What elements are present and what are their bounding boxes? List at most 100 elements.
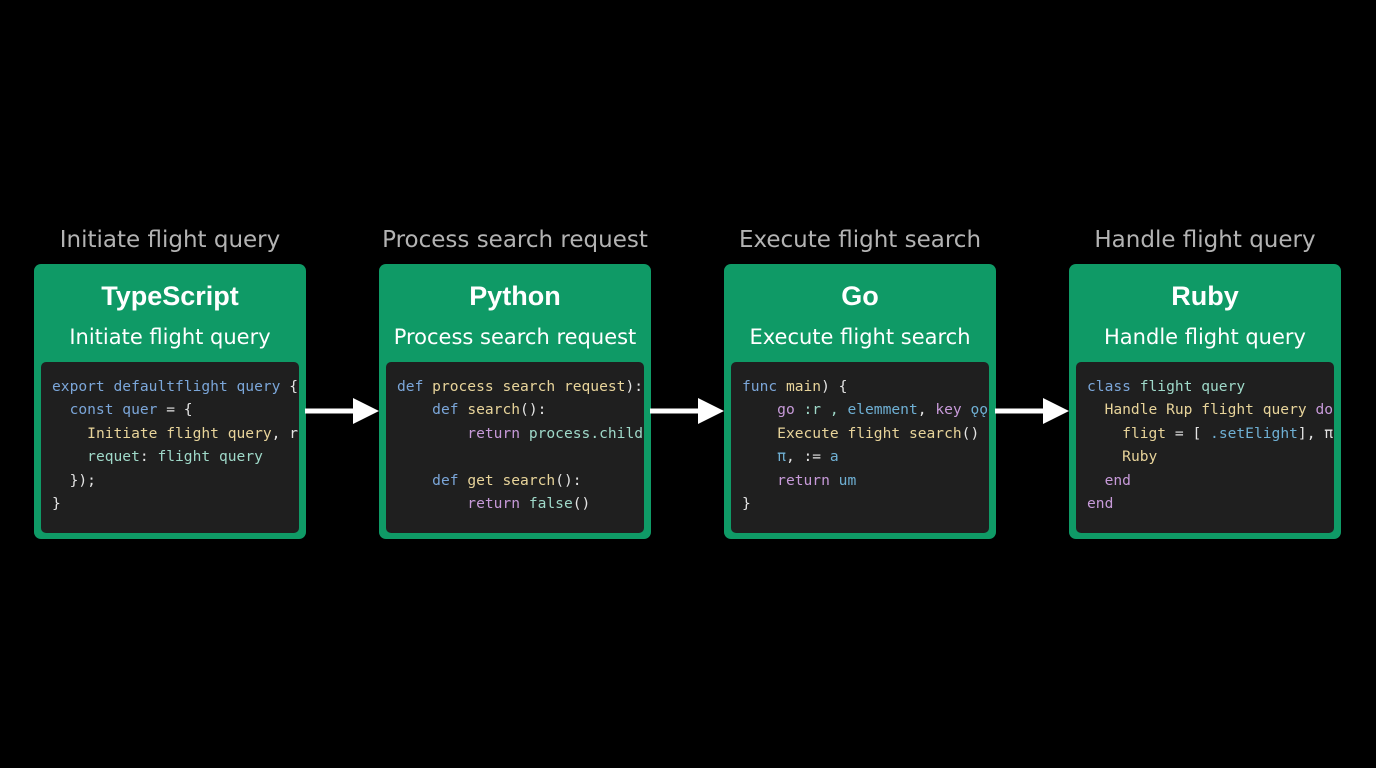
arrow-right-icon: [650, 397, 726, 425]
code-token: [742, 472, 777, 489]
code-token: [742, 448, 777, 465]
code-line: Execute flight search() -: [742, 422, 989, 445]
code-line: def process search request):: [397, 375, 644, 398]
code-token: elemment: [847, 401, 918, 419]
code-line: fligt = [ .setElight], π: [1087, 422, 1334, 445]
code-token: [52, 448, 87, 465]
language-card: Python Process search request def proces…: [379, 264, 651, 539]
card-subtitle: Handle flight query: [1104, 325, 1306, 349]
code-token: [1087, 425, 1122, 442]
code-token: [52, 425, 87, 442]
code-token: um: [838, 471, 857, 489]
code-token: false: [528, 494, 573, 512]
code-line: });: [52, 469, 299, 492]
code-token: end: [1087, 494, 1114, 512]
code-token: search: [467, 401, 521, 419]
code-token: = {: [157, 401, 193, 419]
stage-go: Execute flight search Go Execute flight …: [724, 224, 996, 539]
code-token: [742, 425, 777, 442]
stage-caption: Process search request: [382, 227, 648, 253]
code-token: class: [1087, 378, 1140, 395]
code-line: Handle Rup flight query do: [1087, 398, 1334, 421]
code-token: ,: [917, 401, 936, 419]
code-token: ():: [520, 401, 547, 419]
language-card: Ruby Handle flight query class flight qu…: [1069, 264, 1341, 539]
code-token: [397, 472, 432, 489]
code-token: requet: [87, 448, 140, 466]
code-token: ():: [555, 471, 582, 489]
code-token: [397, 401, 432, 418]
card-subtitle: Execute flight search: [749, 325, 971, 349]
code-token: (): [572, 494, 591, 512]
code-line: def search():: [397, 398, 644, 421]
code-line: }: [742, 492, 989, 515]
code-token: [1087, 472, 1105, 489]
code-token: [397, 425, 467, 442]
code-line: return um: [742, 469, 989, 492]
code-token: return: [467, 424, 529, 442]
code-token: main: [785, 378, 822, 395]
code-token: , r: [271, 424, 299, 442]
code-token: func: [742, 378, 786, 395]
code-token: , :=: [785, 448, 830, 466]
code-token: ):: [625, 378, 644, 395]
card-title: Ruby: [1171, 281, 1239, 311]
code-line: Initiate flight query, r: [52, 422, 299, 445]
code-token: process.child: [528, 424, 644, 442]
code-line: class flight query: [1087, 375, 1334, 398]
code-token: Handle Rup flight query: [1104, 401, 1316, 419]
code-line: π, := a: [742, 445, 989, 468]
card-title: Python: [469, 281, 561, 311]
code-token: [742, 401, 777, 418]
code-token: export: [52, 378, 114, 395]
code-token: Ruby: [1122, 448, 1158, 466]
code-line: go :r , elemment, key ǫǫe: [742, 398, 989, 421]
code-line: }: [52, 492, 299, 515]
code-token: {: [289, 378, 299, 395]
code-line: Ruby: [1087, 445, 1334, 468]
code-token: do: [1315, 401, 1334, 419]
code-line: return false(): [397, 492, 644, 515]
arrow-right-icon: [305, 397, 381, 425]
code-token: = [: [1166, 424, 1211, 442]
code-token: :: [139, 448, 158, 466]
code-line: def get search():: [397, 469, 644, 492]
code-line: export defaultflight query {: [52, 375, 299, 398]
code-token: get search: [467, 471, 556, 489]
code-token: a: [829, 448, 839, 466]
card-subtitle: Initiate flight query: [69, 325, 271, 349]
code-token: flight query: [1139, 378, 1246, 395]
code-token: def: [397, 378, 433, 395]
code-line: func main) {: [742, 375, 989, 398]
code-line: [397, 445, 644, 468]
code-token: }: [52, 494, 61, 512]
code-token: Initiate flight query: [87, 424, 272, 442]
arrow-right-icon: [995, 397, 1071, 425]
code-token: });: [52, 471, 96, 489]
code-token: process search request: [432, 378, 626, 395]
code-snippet: def process search request): def search(…: [386, 362, 644, 533]
stage-typescript: Initiate flight query TypeScript Initiat…: [34, 224, 306, 539]
code-token: key: [935, 401, 971, 419]
code-token: :r ,: [803, 401, 848, 419]
card-subtitle: Process search request: [393, 325, 637, 349]
code-token: defaultflight query: [113, 378, 290, 395]
code-token: .setElight: [1210, 424, 1298, 442]
code-token: def: [432, 401, 468, 419]
stage-python: Process search request Python Process se…: [379, 224, 651, 539]
code-token: fligt: [1122, 424, 1167, 442]
code-token: quer: [122, 401, 158, 419]
code-token: [397, 495, 467, 512]
code-token: π: [777, 448, 786, 466]
code-line: const quer = {: [52, 398, 299, 421]
code-token: ǫǫe: [970, 401, 989, 419]
code-token: () -: [961, 424, 989, 442]
stage-caption: Handle flight query: [1094, 227, 1316, 253]
code-token: }: [742, 494, 751, 512]
code-token: def: [432, 471, 468, 489]
code-token: end: [1104, 471, 1131, 489]
code-token: ], π: [1297, 424, 1334, 442]
code-token: go: [777, 401, 804, 419]
code-snippet: class flight query Handle Rup flight que…: [1076, 362, 1334, 533]
